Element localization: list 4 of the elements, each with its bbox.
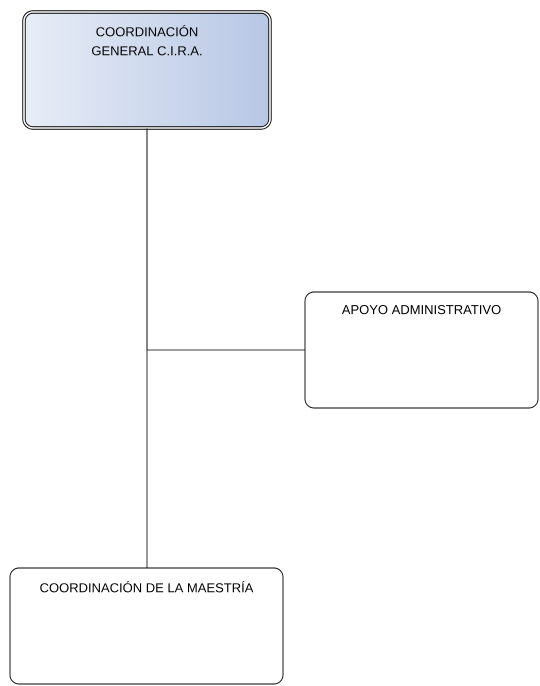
unit-box: COORDINACIÓN DE LA MAESTRÍA xyxy=(10,568,284,684)
head-box: COORDINACIÓN GENERAL C.I.R.A. xyxy=(22,10,272,130)
unit-box: APOYO ADMINISTRATIVO xyxy=(304,292,538,408)
connector-line xyxy=(146,128,148,568)
